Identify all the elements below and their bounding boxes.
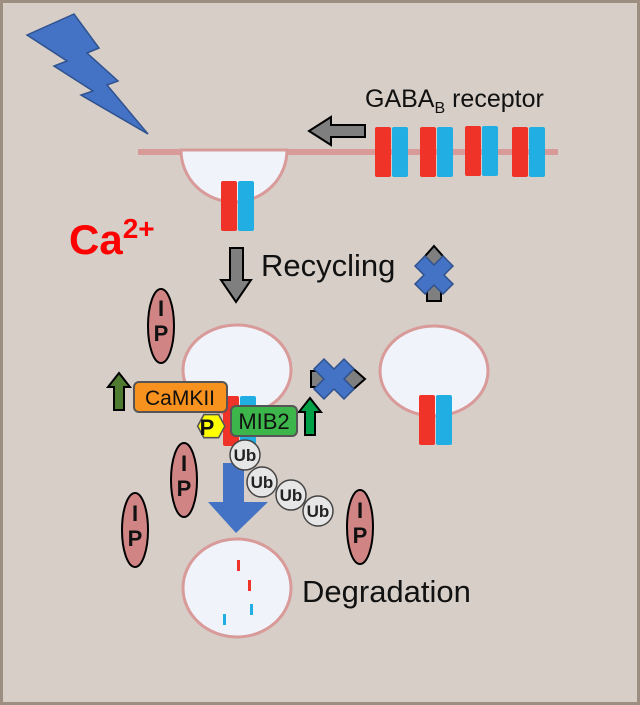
mib2-label: MIB2: [238, 409, 289, 434]
ubiquitin: [246, 466, 278, 498]
receptor-subunit-red: [465, 126, 481, 176]
degraded-fragment-blue: [223, 614, 226, 625]
receptor-subunit-red: [420, 127, 436, 177]
receptor-subunit-red: [512, 127, 528, 177]
receptor-subunit-blue: [529, 127, 545, 177]
camkii-box: [133, 381, 228, 413]
x-mark-icon: [312, 357, 356, 401]
receptor-subunit-blue: [392, 127, 408, 177]
ip-marker: I P: [121, 492, 149, 568]
ubiquitin-label: Ub: [251, 473, 274, 492]
receptor-label-rest: receptor: [445, 85, 544, 113]
ip-letter-top: I: [181, 451, 187, 476]
receptor-label-subscript: B: [434, 100, 445, 117]
ip-letter-top: I: [357, 498, 363, 523]
ip-letter-bottom: P: [177, 476, 192, 501]
ubiquitin-chain: Ub Ub Ub Ub: [229, 439, 334, 527]
ip-marker: I P: [147, 288, 175, 364]
up-arrow-icon: [296, 396, 324, 436]
receptor-subunit-red: [375, 127, 391, 177]
mib2-box: [230, 405, 298, 437]
ip-letter-top: I: [132, 501, 138, 526]
ubiquitin: [275, 479, 307, 511]
degraded-fragment-blue: [250, 604, 253, 615]
receptor-subunit-blue: [482, 126, 498, 176]
degraded-fragment-red: [248, 580, 251, 591]
phospho-label: P: [200, 415, 215, 440]
receptor-subunit-blue: [436, 395, 452, 445]
receptor-subunit-blue: [437, 127, 453, 177]
x-mark-icon: [413, 254, 455, 296]
degradation-arrow-icon: [208, 463, 268, 533]
ip-marker: I P: [170, 442, 198, 518]
receptor-subunit-red: [419, 395, 435, 445]
up-arrow-icon: [105, 371, 133, 411]
ubiquitin-label: Ub: [307, 502, 330, 521]
degradation-label: Degradation: [302, 574, 471, 609]
down-arrow-icon: [219, 247, 253, 304]
receptor-label: GABAB receptor: [365, 85, 544, 117]
calcium-label: Ca2+: [69, 213, 155, 263]
ip-letter-top: I: [158, 296, 164, 321]
ubiquitin-label: Ub: [234, 446, 257, 465]
surface-receptors: [375, 126, 545, 177]
receptor-subunit-blue: [238, 181, 254, 231]
calcium-label-superscript: 2+: [123, 213, 155, 244]
phospho-hexagon: [196, 413, 226, 439]
degraded-fragment-red: [237, 560, 240, 571]
ip-marker: I P: [346, 489, 374, 565]
recycling-label: Recycling: [261, 248, 395, 283]
internalization-arrow-icon: [307, 115, 366, 147]
ip-letter-bottom: P: [353, 523, 368, 548]
camkii-label: CaMKII: [145, 387, 215, 410]
ubiquitin: [302, 495, 334, 527]
lysosome: [181, 537, 293, 639]
receptor-label-main: GABA: [365, 85, 435, 113]
ip-letter-bottom: P: [128, 526, 143, 551]
calcium-label-main: Ca: [69, 216, 123, 263]
lightning-bolt-icon: [25, 13, 149, 135]
receptor-subunit-red: [221, 181, 237, 231]
ip-letter-bottom: P: [154, 321, 169, 346]
ubiquitin: [229, 439, 261, 471]
diagram-canvas: GABAB receptor Ca2+ Recycling I P I P I …: [25, 13, 558, 639]
ubiquitin-label: Ub: [280, 486, 303, 505]
